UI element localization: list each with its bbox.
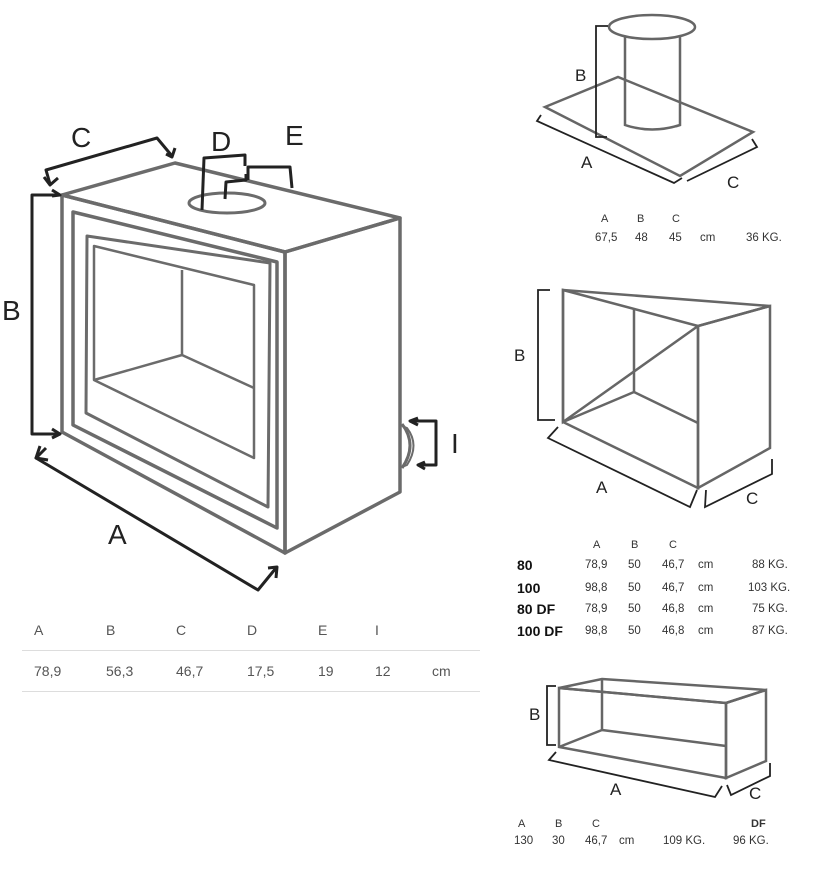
- header-i: I: [375, 622, 379, 638]
- main-dimensions-table: A B C D E I 78,9 56,3 46,7 17,5 19 12 cm: [22, 612, 480, 692]
- top-model-dimension-lines: [535, 25, 759, 185]
- mid-row-b: 50: [628, 582, 641, 594]
- mid-row-b: 50: [628, 559, 641, 571]
- table-values-row: 78,9 56,3 46,7 17,5 19 12 cm: [22, 651, 480, 691]
- bottom-value-a: 130: [514, 835, 534, 847]
- mid-row-c: 46,7: [662, 559, 685, 571]
- top-label-a: A: [581, 153, 593, 172]
- header-c: C: [176, 622, 187, 638]
- bottom-header-a: A: [518, 818, 526, 830]
- dimension-label-i: I: [451, 428, 459, 459]
- top-label-c: C: [727, 173, 740, 192]
- mid-label-b: B: [514, 346, 526, 365]
- mid-header-b: B: [631, 539, 639, 551]
- mid-row-weight: 103 KG.: [748, 582, 791, 594]
- bottom-label-b: B: [529, 705, 541, 724]
- mid-label-c: C: [746, 489, 759, 508]
- mid-row-name: 80 DF: [517, 601, 556, 617]
- mid-header-c: C: [669, 539, 677, 551]
- top-value-b: 48: [635, 232, 648, 244]
- bottom-unit: cm: [619, 835, 635, 847]
- dimension-label-d: D: [211, 126, 232, 157]
- mid-row-unit: cm: [698, 603, 714, 615]
- mid-row-a: 78,9: [585, 603, 608, 615]
- header-a: A: [34, 622, 44, 638]
- mid-label-a: A: [596, 478, 608, 497]
- mid-row-c: 46,7: [662, 582, 685, 594]
- mid-row-name: 100: [517, 580, 541, 596]
- dimension-label-a: A: [108, 519, 127, 550]
- header-d: D: [247, 622, 258, 638]
- mid-row-b: 50: [628, 625, 641, 637]
- mid-row-a: 98,8: [585, 625, 608, 637]
- mid-row-unit: cm: [698, 559, 714, 571]
- mid-row-weight: 75 KG.: [752, 603, 788, 615]
- mid-row-c: 46,8: [662, 603, 685, 615]
- top-label-b: B: [575, 66, 587, 85]
- mid-row-unit: cm: [698, 582, 714, 594]
- main-dimension-lines: [30, 136, 438, 592]
- table-header-row: A B C D E I: [22, 612, 480, 650]
- mid-row-a: 98,8: [585, 582, 608, 594]
- top-value-a: 67,5: [595, 232, 618, 244]
- mid-row-c: 46,8: [662, 625, 685, 637]
- mid-row-weight: 88 KG.: [752, 559, 788, 571]
- bottom-model-dimension-lines: [546, 685, 771, 799]
- top-header-a: A: [601, 213, 609, 225]
- value-i: 12: [375, 663, 391, 679]
- bottom-value-c: 46,7: [585, 835, 608, 847]
- mid-row-a: 78,9: [585, 559, 608, 571]
- bottom-weight: 109 KG.: [663, 835, 706, 847]
- mid-header-a: A: [593, 539, 601, 551]
- mid-row-b: 50: [628, 603, 641, 615]
- value-a: 78,9: [34, 663, 62, 679]
- dimension-label-b: B: [2, 295, 21, 326]
- table-divider: [22, 650, 480, 651]
- mid-row-weight: 87 KG.: [752, 625, 788, 637]
- table-divider-bottom: [22, 691, 480, 692]
- middle-model-drawing: [561, 288, 772, 491]
- top-header-c: C: [672, 213, 680, 225]
- value-c: 46,7: [176, 663, 204, 679]
- bottom-label-a: A: [610, 780, 622, 799]
- top-model-drawing: [542, 13, 756, 178]
- header-e: E: [318, 622, 328, 638]
- bottom-header-df: DF: [751, 818, 766, 830]
- mid-row-name: 100 DF: [517, 623, 563, 639]
- header-b: B: [106, 622, 116, 638]
- value-unit: cm: [432, 663, 451, 679]
- bottom-df-weight: 96 KG.: [733, 835, 769, 847]
- bottom-model-drawing: [557, 677, 768, 780]
- main-fireplace-drawing: [60, 161, 415, 555]
- top-weight: 36 KG.: [746, 232, 782, 244]
- bottom-value-b: 30: [552, 835, 565, 847]
- top-header-b: B: [637, 213, 645, 225]
- value-d: 17,5: [247, 663, 275, 679]
- dimension-label-c: C: [71, 122, 92, 153]
- bottom-header-c: C: [592, 818, 600, 830]
- mid-row-name: 80: [517, 557, 533, 573]
- value-b: 56,3: [106, 663, 134, 679]
- middle-model-dimension-lines: [537, 289, 773, 509]
- mid-row-unit: cm: [698, 625, 714, 637]
- top-unit: cm: [700, 232, 716, 244]
- bottom-label-c: C: [749, 784, 762, 803]
- bottom-header-b: B: [555, 818, 563, 830]
- top-value-c: 45: [669, 232, 682, 244]
- dimension-label-e: E: [285, 120, 304, 151]
- value-e: 19: [318, 663, 334, 679]
